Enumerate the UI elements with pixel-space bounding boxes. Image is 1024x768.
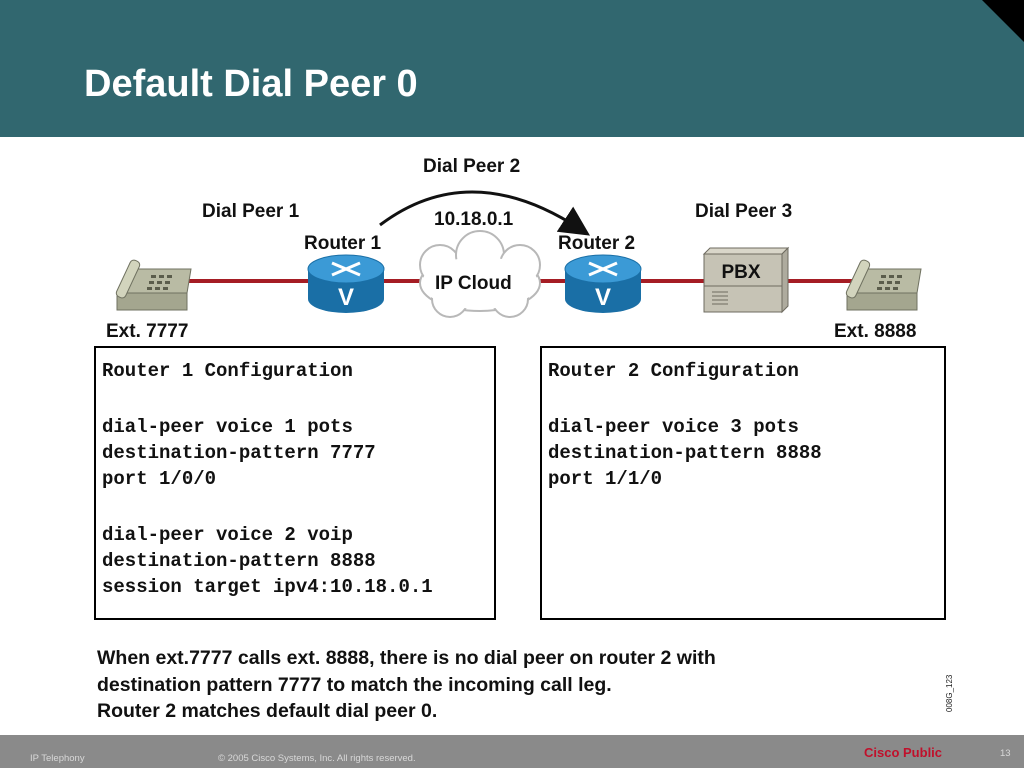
- diagram-graphics: V V PBX: [115, 190, 922, 318]
- explanation-text: When ext.7777 calls ext. 8888, there is …: [97, 645, 857, 725]
- ip-address-label: 10.18.0.1: [434, 209, 514, 230]
- network-diagram: V V PBX Dial Peer 2: [0, 137, 1024, 347]
- pbx-icon: PBX: [702, 246, 790, 314]
- explanation-line: destination pattern 7777 to match the in…: [97, 673, 612, 696]
- footer-copyright: © 2005 Cisco Systems, Inc. All rights re…: [218, 753, 416, 764]
- config-title: Router 2 Configuration: [548, 360, 799, 382]
- router-icon: V: [564, 254, 642, 313]
- telephone-icon: [845, 259, 922, 311]
- slide-header: Default Dial Peer 0: [0, 0, 1024, 137]
- config-title: Router 1 Configuration: [102, 360, 353, 382]
- router-icon: V: [307, 254, 385, 313]
- router-glyph: V: [595, 284, 611, 311]
- router-2-label: Router 2: [558, 233, 636, 254]
- router-2-config: Router 2 Configuration dial-peer voice 3…: [540, 346, 946, 620]
- config-line: dial-peer voice 3 pots: [548, 416, 799, 438]
- config-line: port 1/1/0: [548, 468, 663, 490]
- cloud-icon: [419, 230, 541, 318]
- config-line: dial-peer voice 2 voip: [102, 524, 353, 546]
- router-glyph: V: [338, 284, 354, 311]
- cloud-label: IP Cloud: [435, 273, 512, 294]
- ext-7777-label: Ext. 7777: [106, 321, 189, 342]
- config-line: destination-pattern 8888: [102, 550, 376, 572]
- config-line: port 1/0/0: [102, 468, 217, 490]
- dial-peer-1-label: Dial Peer 1: [202, 201, 300, 222]
- slide-code: 008G_123: [945, 674, 954, 712]
- slide-title: Default Dial Peer 0: [84, 63, 418, 105]
- config-spacer: [102, 492, 494, 522]
- explanation-line: Router 2 matches default dial peer 0.: [97, 700, 438, 722]
- explanation-line: When ext.7777 calls ext. 8888, there is …: [97, 647, 716, 669]
- config-line: destination-pattern 8888: [548, 442, 822, 464]
- dial-peer-arrow: [379, 190, 591, 236]
- ext-8888-label: Ext. 8888: [834, 321, 917, 342]
- telephone-icon: [115, 259, 192, 311]
- pbx-label: PBX: [721, 262, 760, 283]
- config-spacer: [548, 384, 944, 414]
- footer-page-number: 13: [1000, 748, 1011, 759]
- config-line: destination-pattern 7777: [102, 442, 376, 464]
- dial-peer-3-label: Dial Peer 3: [695, 201, 793, 222]
- corner-triangle: [982, 0, 1024, 42]
- config-spacer: [102, 384, 494, 414]
- dial-peer-2-label: Dial Peer 2: [423, 156, 521, 177]
- router-1-config: Router 1 Configuration dial-peer voice 1…: [94, 346, 496, 620]
- config-line: dial-peer voice 1 pots: [102, 416, 353, 438]
- router-1-label: Router 1: [304, 233, 382, 254]
- footer-classification: Cisco Public: [864, 745, 943, 760]
- footer-course: IP Telephony: [30, 753, 85, 764]
- slide-footer: IP Telephony © 2005 Cisco Systems, Inc. …: [0, 735, 1024, 768]
- config-line: session target ipv4:10.18.0.1: [102, 576, 433, 598]
